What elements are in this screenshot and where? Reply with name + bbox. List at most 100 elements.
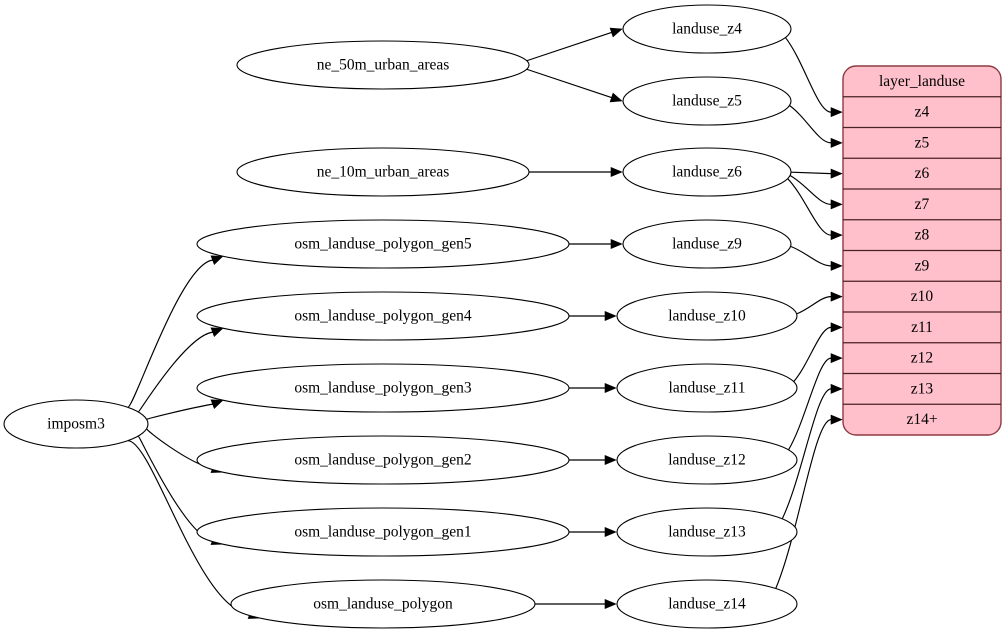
node-landuse_z6[interactable]: landuse_z6 (622, 147, 792, 197)
table-row-z13[interactable]: z13 (911, 380, 934, 397)
table-row-z4[interactable]: z4 (915, 104, 930, 121)
node-landuse_z11[interactable]: landuse_z11 (616, 363, 798, 413)
layer-landuse-table[interactable]: layer_landuse z4 z5 z6 z7 z8 z9 z10 z11 z12 z13 z14… (842, 65, 1002, 436)
table-row-z6[interactable]: z6 (915, 165, 930, 182)
node-shape (196, 507, 570, 557)
node-landuse_z10[interactable]: landuse_z10 (616, 291, 798, 341)
node-label: osm_landuse_polygon_gen2 (294, 452, 471, 469)
arrowhead (210, 255, 224, 265)
node-label: imposm3 (47, 416, 105, 433)
table-row-label: z6 (915, 165, 930, 182)
node-label: landuse_z5 (672, 93, 742, 110)
edge-landuse_z14-to-z14+ (775, 419, 832, 589)
node-landuse_z4[interactable]: landuse_z4 (622, 4, 792, 54)
node-shape (622, 219, 792, 269)
arrowhead (830, 291, 843, 302)
arrowhead (210, 327, 224, 337)
table-row-z5[interactable]: z5 (915, 134, 930, 151)
arrowhead (604, 526, 617, 538)
edge-imposm3-to-osm_landuse_polygon_gen3 (146, 403, 213, 421)
node-shape (616, 363, 798, 413)
table-row-z9[interactable]: z9 (915, 257, 930, 274)
node-shape (616, 291, 798, 341)
node-landuse_z13[interactable]: landuse_z13 (616, 507, 798, 557)
table-row-label: z8 (915, 227, 930, 244)
node-label: landuse_z12 (668, 452, 745, 469)
arrowhead (830, 137, 843, 148)
arrowhead (830, 199, 843, 210)
node-shape (230, 579, 536, 629)
arrowhead (210, 399, 224, 409)
table-header-label: layer_landuse (879, 73, 965, 90)
table-row-z14+[interactable]: z14+ (906, 411, 937, 428)
node-osm_landuse_polygon_gen2[interactable]: osm_landuse_polygon_gen2 (196, 435, 570, 485)
node-label: ne_50m_urban_areas (317, 57, 450, 74)
edge-ne_50m_urban_areas-to-landuse_z5 (526, 68, 612, 99)
edge-imposm3-to-osm_landuse_polygon_gen5 (127, 259, 213, 408)
node-ne_10m_urban_areas[interactable]: ne_10m_urban_areas (236, 147, 530, 197)
node-label: landuse_z11 (669, 380, 746, 397)
node-osm_landuse_polygon_gen3[interactable]: osm_landuse_polygon_gen3 (196, 363, 570, 413)
node-shape (3, 399, 149, 449)
table-row-label: z7 (915, 196, 930, 213)
arrowhead (604, 598, 617, 610)
node-osm_landuse_polygon_gen4[interactable]: osm_landuse_polygon_gen4 (196, 291, 570, 341)
node-shape (196, 219, 570, 269)
edge-landuse_z10-to-z10 (796, 296, 832, 315)
arrowhead (830, 168, 843, 179)
arrowhead (830, 230, 843, 241)
node-label: ne_10m_urban_areas (317, 164, 450, 181)
table-row-z10[interactable]: z10 (911, 288, 934, 305)
node-osm_landuse_polygon_gen1[interactable]: osm_landuse_polygon_gen1 (196, 507, 570, 557)
edge-landuse_z12-to-z12 (788, 357, 832, 451)
node-label: landuse_z4 (672, 21, 742, 38)
node-shape (616, 579, 798, 629)
node-landuse_z14[interactable]: landuse_z14 (616, 579, 798, 629)
node-shape (196, 363, 570, 413)
node-shape (196, 435, 570, 485)
node-landuse_z12[interactable]: landuse_z12 (616, 435, 798, 485)
node-osm_landuse_polygon_gen5[interactable]: osm_landuse_polygon_gen5 (196, 219, 570, 269)
arrowhead (830, 107, 843, 118)
node-label: landuse_z10 (668, 308, 746, 325)
edge-landuse_z9-to-z9 (790, 245, 832, 267)
node-shape (622, 4, 792, 54)
edge-landuse_z6-to-z8 (787, 178, 832, 236)
arrowhead (830, 353, 843, 364)
arrowhead (610, 238, 623, 250)
node-layer: imposm3 ne_50m_urban_areas ne_10m_urban_ar… (3, 4, 798, 629)
edge-landuse_z4-to-z4 (785, 37, 832, 113)
table-row-z11[interactable]: z11 (911, 319, 933, 336)
arrowhead (830, 383, 843, 394)
arrowhead (830, 322, 843, 333)
node-landuse_z5[interactable]: landuse_z5 (622, 76, 792, 126)
node-shape (236, 147, 530, 197)
node-label: osm_landuse_polygon (313, 596, 453, 613)
node-shape (196, 291, 570, 341)
node-shape (622, 147, 792, 197)
node-ne_50m_urban_areas[interactable]: ne_50m_urban_areas (236, 40, 530, 90)
arrowhead (830, 414, 843, 425)
node-imposm3[interactable]: imposm3 (3, 399, 149, 449)
table-row-z7[interactable]: z7 (915, 196, 930, 213)
edge-ne_50m_urban_areas-to-landuse_z4 (526, 31, 612, 62)
node-shape (616, 435, 798, 485)
edge-landuse_z5-to-z5 (789, 105, 832, 144)
node-shape (616, 507, 798, 557)
table-row-z8[interactable]: z8 (915, 227, 930, 244)
arrowhead (609, 92, 623, 103)
node-label: landuse_z13 (668, 524, 746, 541)
table-row-label: z13 (911, 380, 934, 397)
edge-landuse_z6-to-z6 (790, 171, 832, 175)
table-row-label: z11 (911, 319, 933, 336)
node-osm_landuse_polygon[interactable]: osm_landuse_polygon (230, 579, 536, 629)
node-label: landuse_z6 (672, 164, 742, 181)
edge-imposm3-to-osm_landuse_polygon_gen4 (137, 331, 213, 413)
node-landuse_z9[interactable]: landuse_z9 (622, 219, 792, 269)
edge-landuse_z13-to-z13 (781, 388, 832, 520)
table-row-z12[interactable]: z12 (911, 350, 933, 367)
edge-landuse_z11-to-z11 (793, 326, 832, 382)
node-shape (622, 76, 792, 126)
